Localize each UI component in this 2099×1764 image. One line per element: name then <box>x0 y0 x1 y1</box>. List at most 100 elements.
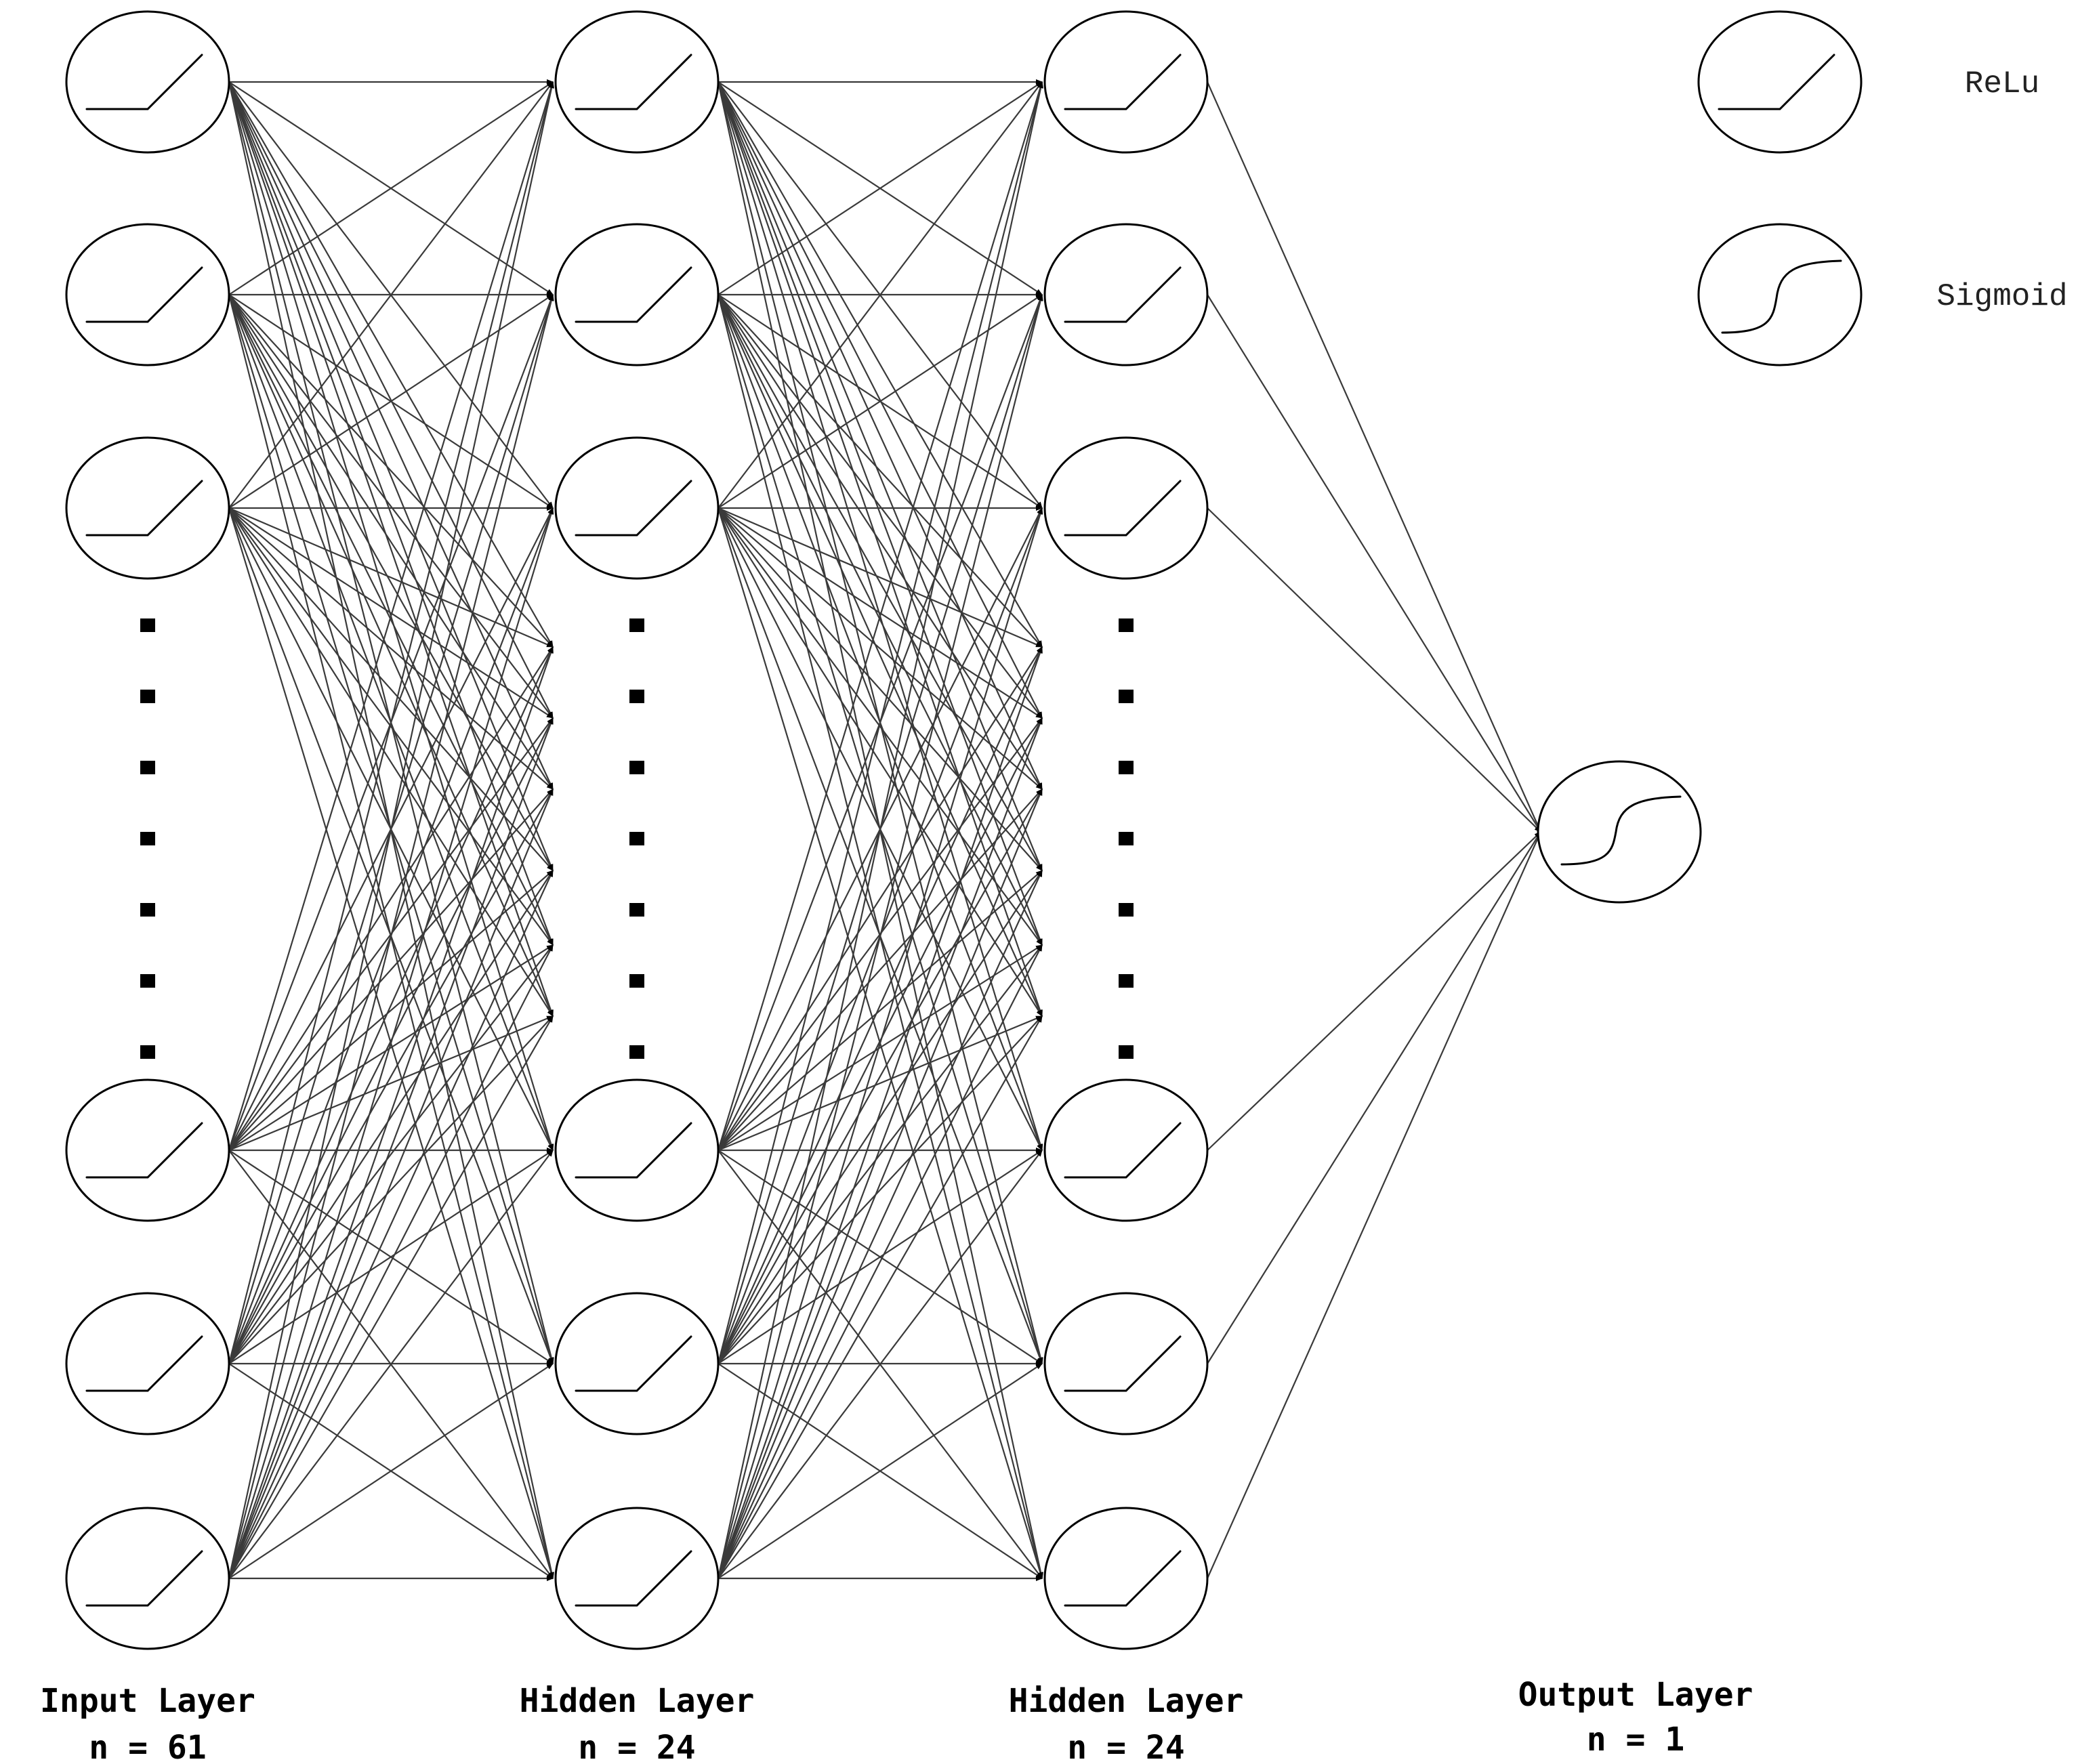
relu-neuron <box>65 436 230 580</box>
neuron-circle <box>1043 223 1209 366</box>
neuron-circle <box>65 223 230 366</box>
legend-sigmoid-item: Sigmoid <box>1697 223 2068 366</box>
connection-edge <box>228 81 554 1364</box>
legend-sigmoid-label: Sigmoid <box>1936 279 2067 314</box>
output-layer-size: n = 1 <box>1587 1721 1685 1759</box>
ellipsis-dot <box>1119 761 1134 774</box>
neuron-circle <box>65 1078 230 1222</box>
neuron-circle <box>554 1507 720 1650</box>
output-connection-edge <box>1206 831 1542 1579</box>
connection-edge <box>717 294 1043 1017</box>
connection-edge <box>718 507 1043 871</box>
relu-icon <box>575 54 692 110</box>
connection-edge <box>228 789 554 1364</box>
relu-icon <box>1064 266 1182 323</box>
connection-edge <box>228 294 554 1579</box>
connection-edge <box>228 870 554 1579</box>
relu-neuron <box>1043 436 1209 580</box>
connection-edge <box>718 789 1043 1364</box>
neuron-circle <box>1043 1078 1209 1222</box>
neuron-circle <box>554 10 720 154</box>
input-layer-title: Input Layer <box>40 1682 255 1720</box>
connection-edge <box>228 944 554 1579</box>
connection-edge <box>718 294 1043 719</box>
connection-edge <box>717 717 1043 1579</box>
relu-icon <box>85 54 203 110</box>
connection-edge <box>228 507 554 719</box>
ellipsis-dot <box>1119 832 1134 845</box>
relu-icon <box>85 1550 203 1607</box>
relu-icon <box>575 1550 692 1607</box>
neuron-circle <box>554 1078 720 1222</box>
connection-edge <box>718 294 1043 871</box>
ellipsis-dot <box>629 1045 644 1059</box>
relu-neuron <box>65 1292 230 1435</box>
ellipsis-dot <box>629 690 644 703</box>
input-layer-size: n = 61 <box>89 1729 206 1764</box>
connection-edge <box>717 646 1043 1579</box>
ellipsis-dot <box>140 903 155 917</box>
legend-sigmoid-circle <box>1697 223 1863 366</box>
ellipsis-dot <box>140 690 155 703</box>
neuron-circle <box>554 1292 720 1435</box>
relu-icon <box>1064 1335 1182 1392</box>
connection-edge <box>717 646 1043 1364</box>
connection-edge <box>717 870 1043 1579</box>
connection-edge <box>718 81 1043 509</box>
neuron-circle <box>554 223 720 366</box>
hidden-layer-2-size: n = 24 <box>1067 1729 1184 1764</box>
neuron-circle <box>65 10 230 154</box>
output-connection-edge <box>1207 294 1541 833</box>
connection-edge <box>228 81 554 871</box>
connection-edge <box>718 507 1043 648</box>
connection-edge <box>718 294 1043 790</box>
connection-edge <box>228 294 554 790</box>
connection-edge <box>718 1015 1043 1579</box>
connection-edge <box>228 1363 554 1579</box>
relu-neuron <box>1043 1292 1209 1435</box>
legend: ReLu Sigmoid <box>1697 10 2068 366</box>
connection-edge <box>718 507 1043 790</box>
connection-edge <box>718 81 1043 648</box>
sigmoid-icon <box>1721 259 1842 334</box>
ellipsis-dot <box>1119 903 1134 917</box>
relu-icon <box>1064 1122 1182 1179</box>
connection-edge <box>718 944 1043 1151</box>
output-connection-edge <box>1207 831 1541 1151</box>
hidden-layer-2-label-group: Hidden Layer n = 24 <box>1009 1682 1244 1764</box>
relu-neuron <box>1043 10 1209 154</box>
relu-icon <box>575 266 692 323</box>
connection-edge <box>718 1363 1043 1579</box>
neuron-circle <box>65 1507 230 1650</box>
ellipsis-dot <box>140 974 155 988</box>
connection-edge <box>717 789 1043 1579</box>
relu-neuron <box>554 223 720 366</box>
relu-icon <box>575 1122 692 1179</box>
connection-edge <box>718 944 1043 1364</box>
connection-edge <box>228 81 554 790</box>
neuron-circle <box>554 436 720 580</box>
ellipsis-dot <box>140 832 155 845</box>
connection-edge <box>228 81 555 1579</box>
relu-neuron <box>554 1292 720 1435</box>
connection-edge <box>717 81 1043 871</box>
connection-edge <box>228 1015 554 1152</box>
connection-edge <box>718 870 1043 1151</box>
connection-edge <box>228 1015 554 1364</box>
relu-icon <box>1064 1550 1182 1607</box>
relu-icon <box>575 1335 692 1392</box>
connection-edge <box>718 944 1043 1579</box>
ellipsis-dot <box>1119 1045 1134 1059</box>
relu-neuron <box>1043 223 1209 366</box>
relu-neuron <box>554 1507 720 1650</box>
connection-edge <box>718 1150 1043 1579</box>
relu-neuron <box>65 10 230 154</box>
connection-edge <box>228 507 554 1017</box>
neuron-circle <box>1043 10 1209 154</box>
connection-edge <box>718 870 1043 1364</box>
ellipsis-dot <box>140 1045 155 1059</box>
relu-neuron <box>65 223 230 366</box>
relu-icon <box>1064 54 1182 110</box>
connection-edge <box>717 81 1043 790</box>
connection-edge <box>228 81 554 719</box>
